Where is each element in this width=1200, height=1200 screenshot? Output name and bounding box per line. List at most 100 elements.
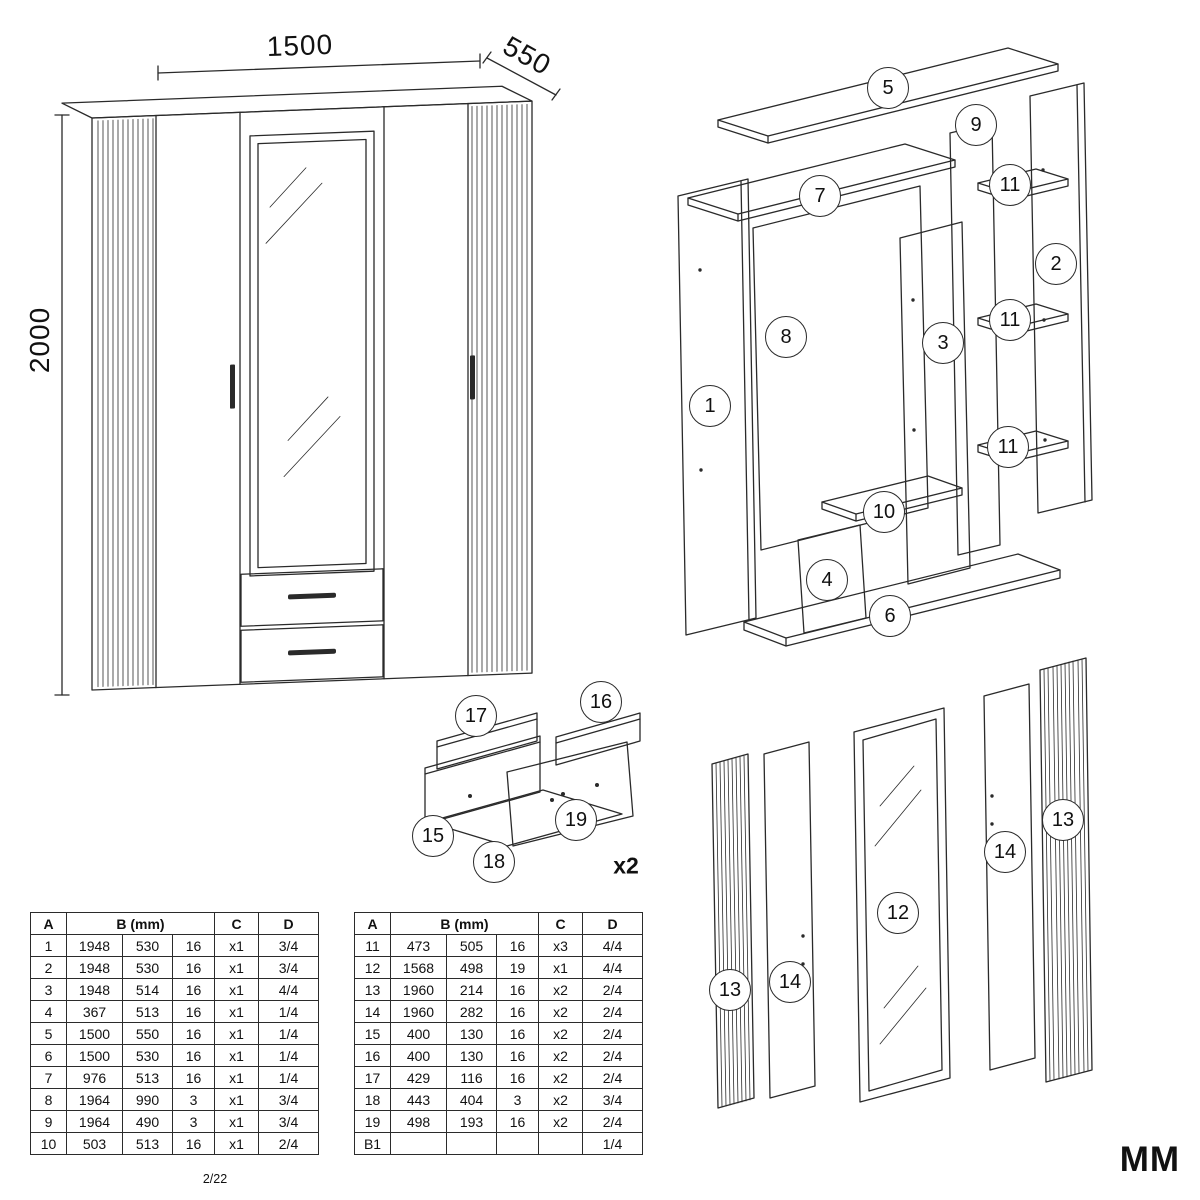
parts-table-cell [496, 1132, 539, 1155]
parts-table-cell: 116 [446, 1066, 497, 1089]
parts-table-cell: 514 [122, 978, 173, 1001]
parts-table-cell [446, 1132, 497, 1155]
parts-table-cell: 400 [390, 1022, 447, 1045]
parts-table-cell: 16 [172, 1022, 215, 1045]
parts-table-cell: 18 [354, 1088, 391, 1111]
parts-table-cell: 2/4 [582, 1066, 643, 1089]
parts-table-cell: 1964 [66, 1110, 123, 1133]
parts-table-cell: x1 [214, 1000, 259, 1023]
door-panels [711, 657, 1093, 1109]
parts-table-cell: 1948 [66, 978, 123, 1001]
parts-table-cell: 193 [446, 1110, 497, 1133]
callout-exploded-7: 7 [799, 175, 841, 217]
parts-table-cell: 1/4 [258, 1044, 319, 1067]
callout-exploded-11: 11 [989, 164, 1031, 206]
parts-table-cell: 400 [390, 1044, 447, 1067]
parts-table-cell: 1960 [390, 1000, 447, 1023]
parts-table-cell: 530 [122, 934, 173, 957]
parts-table-cell: 16 [172, 956, 215, 979]
parts-table-cell: 3/4 [258, 934, 319, 957]
parts-table-cell: 3/4 [258, 956, 319, 979]
parts-table-cell: 498 [446, 956, 497, 979]
parts-table-cell: 19 [354, 1110, 391, 1133]
parts-table-cell: 8 [30, 1088, 67, 1111]
parts-table-cell: 16 [172, 1066, 215, 1089]
drawer-assembly [424, 712, 641, 847]
parts-table-cell: 1964 [66, 1088, 123, 1111]
parts-table-cell: 3/4 [258, 1110, 319, 1133]
parts-table-cell: x1 [214, 956, 259, 979]
parts-table-cell: 2/4 [582, 978, 643, 1001]
callout-panels-14: 14 [984, 831, 1026, 873]
parts-table-cell: 6 [30, 1044, 67, 1067]
parts-table-header-row: A B (mm) C D [30, 912, 319, 935]
dimension-height-label: 2000 [24, 306, 55, 374]
parts-table-cell: 404 [446, 1088, 497, 1111]
dimension-width-label: 1500 [266, 28, 334, 63]
parts-table-cell: 16 [172, 1000, 215, 1023]
parts-table-cell: 19 [496, 956, 539, 979]
parts-table-cell: x2 [538, 978, 583, 1001]
parts-table-cell: 3 [30, 978, 67, 1001]
parts-table-cell: 2/4 [582, 1044, 643, 1067]
wardrobe-front-view [61, 85, 533, 691]
col-header-c: C [214, 912, 259, 935]
parts-table-cell: 976 [66, 1066, 123, 1089]
parts-table-cell: 4/4 [258, 978, 319, 1001]
col-header-a: A [354, 912, 391, 935]
parts-table-cell: 11 [354, 934, 391, 957]
col-header-d: D [582, 912, 643, 935]
parts-table-cell: 3 [172, 1088, 215, 1111]
parts-table-cell: 1948 [66, 934, 123, 957]
exploded-view [677, 47, 1093, 647]
parts-table-cell [538, 1132, 583, 1155]
parts-table-cell: 14 [354, 1000, 391, 1023]
parts-table-cell: 505 [446, 934, 497, 957]
parts-table-cell: 1/4 [258, 1066, 319, 1089]
parts-table-cell: 4 [30, 1000, 67, 1023]
parts-table-header-row: A B (mm) C D [354, 912, 643, 935]
parts-table-cell: 13 [354, 978, 391, 1001]
parts-table-cell: 498 [390, 1110, 447, 1133]
callout-exploded-11: 11 [989, 299, 1031, 341]
parts-table-cell: 130 [446, 1022, 497, 1045]
wardrobe-dimension-lines [54, 51, 561, 696]
parts-table-cell: 2/4 [582, 1000, 643, 1023]
col-header-a: A [30, 912, 67, 935]
parts-table-cell: x3 [538, 934, 583, 957]
parts-table-cell: 990 [122, 1088, 173, 1111]
parts-table-cell: 1568 [390, 956, 447, 979]
parts-table-cell: 3/4 [258, 1088, 319, 1111]
callout-exploded-2: 2 [1035, 243, 1077, 285]
callout-exploded-3: 3 [922, 322, 964, 364]
parts-table-cell: 16 [496, 978, 539, 1001]
callout-exploded-4: 4 [806, 559, 848, 601]
parts-table-cell: 550 [122, 1022, 173, 1045]
parts-table-cell: 530 [122, 956, 173, 979]
parts-table-cell: 17 [354, 1066, 391, 1089]
parts-table-cell: 1/4 [258, 1022, 319, 1045]
col-header-c: C [538, 912, 583, 935]
callout-panels-13: 13 [709, 969, 751, 1011]
parts-table-cell: 473 [390, 934, 447, 957]
parts-table-cell: x1 [214, 1088, 259, 1111]
parts-table-cell: 9 [30, 1110, 67, 1133]
callout-exploded-6: 6 [869, 595, 911, 637]
parts-table-cell [390, 1132, 447, 1155]
parts-table-cell: x1 [214, 1132, 259, 1155]
col-header-b: B (mm) [66, 912, 215, 935]
parts-table-cell: 214 [446, 978, 497, 1001]
parts-table-cell: 16 [354, 1044, 391, 1067]
parts-table-cell: 16 [496, 934, 539, 957]
